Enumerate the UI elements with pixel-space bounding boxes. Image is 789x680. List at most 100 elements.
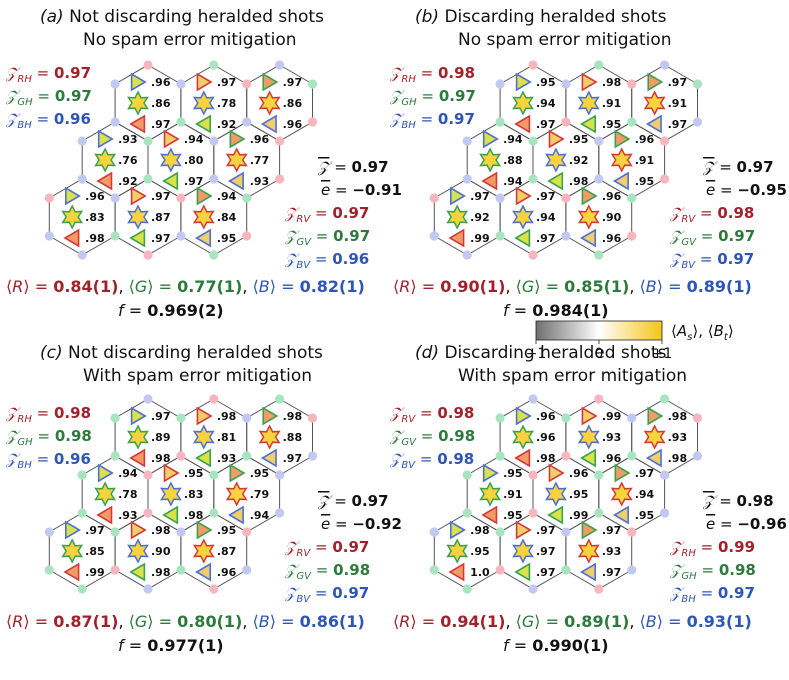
z-stat-top: 𝒵RH = 0.98 xyxy=(389,64,475,85)
qubit-dot xyxy=(561,527,571,537)
qubit-dot xyxy=(627,193,637,203)
cell-value-top: .94 xyxy=(184,133,204,146)
cell-value-top: .96 xyxy=(85,190,105,203)
bottom-triangle-icon xyxy=(514,448,531,468)
top-triangle-icon xyxy=(614,463,631,483)
qubit-dot xyxy=(143,60,153,70)
cell-value-mid: .76 xyxy=(118,154,138,167)
qubit-dot xyxy=(143,584,153,594)
cell-value-top: .93 xyxy=(118,133,138,146)
e-bar-stat: e = −0.96 xyxy=(706,515,787,533)
qubit-dot xyxy=(528,584,538,594)
qubit-dot xyxy=(275,470,285,480)
qubit-dot xyxy=(143,136,153,146)
cell-value-mid: .80 xyxy=(184,154,204,167)
hex-cell-outline xyxy=(114,64,182,142)
cell-value-top: .97 xyxy=(635,467,655,480)
qubit-dot xyxy=(176,527,186,537)
qubit-dot xyxy=(77,508,87,518)
hex-cell-outline xyxy=(114,398,182,476)
qubit-dot xyxy=(561,413,571,423)
e-bar-stat: e = −0.95 xyxy=(706,181,787,199)
cell-value-bottom: .97 xyxy=(536,118,556,131)
cell-value-top: .97 xyxy=(283,76,303,89)
fidelity-stat: f = 0.977(1) xyxy=(118,636,224,655)
cell-value-bottom: .97 xyxy=(536,566,556,579)
star-icon xyxy=(610,147,633,173)
cell-value-top: .97 xyxy=(536,524,556,537)
top-triangle-icon xyxy=(515,520,532,540)
cell-value-bottom: .98 xyxy=(151,566,171,579)
cell-value-top: .95 xyxy=(250,467,270,480)
cell-value-mid: .95 xyxy=(569,488,589,501)
cell-value-top: .94 xyxy=(118,467,138,480)
top-triangle-icon xyxy=(449,186,466,206)
qubit-dot xyxy=(660,136,670,146)
qubit-dot xyxy=(110,565,120,575)
cell-value-bottom: .98 xyxy=(668,452,688,465)
stabilizer-cell: .97.91.97 xyxy=(643,72,688,134)
hex-cell-outline xyxy=(565,178,633,256)
star-icon xyxy=(577,90,600,116)
panel-title-line1: (d) Discarding heralded shots xyxy=(415,343,667,363)
cell-value-bottom: .95 xyxy=(635,509,655,522)
qubit-dot xyxy=(561,231,571,241)
qubit-dot xyxy=(594,584,604,594)
qubit-dot xyxy=(594,394,604,404)
cell-value-mid: .91 xyxy=(635,154,655,167)
bottom-triangle-icon xyxy=(129,562,146,582)
qubit-dot xyxy=(594,174,604,184)
panel-subtitle: With spam error mitigation xyxy=(458,366,687,386)
hex-cell-outline xyxy=(48,512,116,590)
stabilizer-cell: .97.86.96 xyxy=(258,72,303,134)
cell-value-mid: .91 xyxy=(503,488,523,501)
qubit-dot xyxy=(209,136,219,146)
cell-value-top: .95 xyxy=(503,467,523,480)
cell-value-top: .96 xyxy=(635,133,655,146)
panel-title-line1: (c) Not discarding heralded shots xyxy=(40,343,323,363)
top-triangle-icon xyxy=(515,72,532,92)
bottom-triangle-icon xyxy=(260,448,277,468)
hex-cell-outline xyxy=(532,121,600,199)
hex-cell-outline xyxy=(180,178,248,256)
panel-tag: (b) xyxy=(415,7,439,27)
cell-value-bottom: .99 xyxy=(470,232,490,245)
star-icon xyxy=(512,90,534,116)
qubit-dot xyxy=(77,470,87,480)
qubit-dot xyxy=(275,174,285,184)
bottom-triangle-icon xyxy=(514,228,531,248)
cell-value-mid: .86 xyxy=(283,97,303,110)
qubit-dot xyxy=(462,508,472,518)
cell-value-bottom: .97 xyxy=(184,175,204,188)
top-triangle-icon xyxy=(130,406,147,426)
star-icon xyxy=(94,147,117,173)
colorbar-tick-label: −1 xyxy=(526,346,547,362)
z-stat-bottom: 𝒵GV = 0.97 xyxy=(669,227,755,248)
hex-cell-outline xyxy=(48,178,116,256)
qubit-dot xyxy=(209,394,219,404)
star-icon xyxy=(127,204,149,230)
stabilizer-cell: .95.94.97 xyxy=(512,72,556,134)
qubit-dot xyxy=(692,413,703,423)
top-triangle-icon xyxy=(196,406,213,426)
z-stat-top: 𝒵BV = 0.98 xyxy=(389,450,474,471)
z-stat-bottom: 𝒵GV = 0.97 xyxy=(284,227,370,248)
cell-value-mid: .91 xyxy=(668,97,688,110)
panel-title-text: Not discarding heralded shots xyxy=(63,343,323,363)
stabilizer-cell: .94.78.93 xyxy=(94,463,138,525)
qubit-dot xyxy=(242,231,252,241)
top-triangle-icon xyxy=(196,520,213,540)
stabilizer-cell: .98.91.95 xyxy=(577,72,621,134)
e-bar-stat: e = −0.92 xyxy=(321,515,402,533)
e-bar-stat: e = −0.91 xyxy=(321,181,402,199)
top-triangle-icon xyxy=(581,72,598,92)
qubit-dot xyxy=(528,508,538,518)
qubit-dot xyxy=(528,394,538,404)
cell-value-mid: .95 xyxy=(470,545,490,558)
bottom-triangle-icon xyxy=(162,171,179,191)
stabilizer-cell: .97.94.97 xyxy=(512,186,556,248)
qubit-dot xyxy=(242,193,252,203)
stabilizer-cell: .96.90.96 xyxy=(577,186,622,248)
qubit-dot xyxy=(307,413,318,423)
